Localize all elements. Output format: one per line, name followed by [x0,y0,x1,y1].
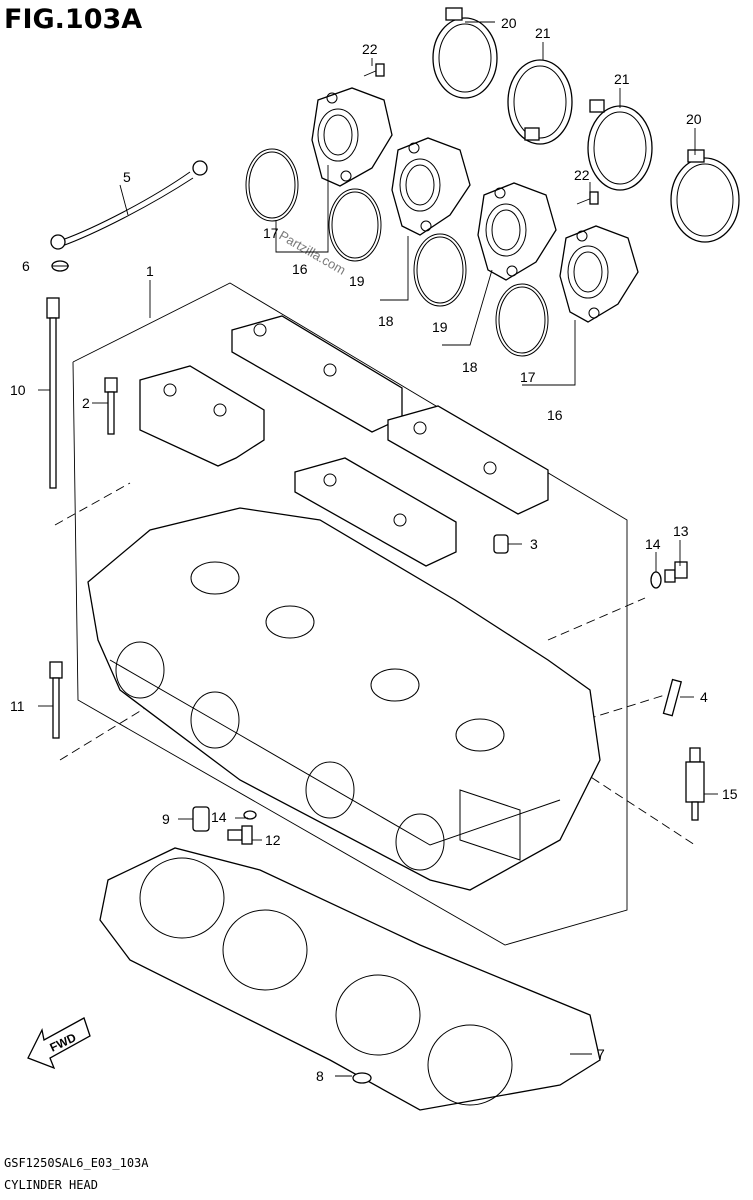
leader-lines [38,21,718,1077]
spark-plug-15 [685,747,705,821]
intake-pipe-1 [311,87,393,187]
head-gasket [99,847,601,1111]
footer-model-code: GSF1250SAL6_E03_103A [4,1156,149,1170]
callout-5: 5 [123,169,131,185]
bolt-13 [664,561,688,583]
footer-section-name: CYLINDER HEAD [4,1178,98,1192]
callout-labels: 20 22 21 21 20 22 5 17 16 19 6 1 18 19 1… [10,15,738,1084]
callout-19: 19 [349,273,365,289]
intake-pipe-2 [391,137,471,236]
callout-20: 20 [501,15,517,31]
callout-1: 1 [146,263,154,279]
callout-12: 12 [265,832,281,848]
callout-11: 11 [10,698,25,714]
o-ring-19-left [328,188,382,262]
bolt-2 [104,377,118,435]
callout-8: 8 [316,1068,324,1084]
clamp-21-right [587,99,653,191]
screw-22-right [576,191,599,205]
callout-18: 18 [462,359,478,375]
o-ring-19-right [413,233,467,307]
fwd-arrow: FWD [27,1017,91,1070]
callout-17: 17 [263,225,279,241]
bolt-12 [227,825,253,845]
callout-19: 19 [432,319,448,335]
callout-6: 6 [22,258,30,274]
bolt-11 [49,661,63,739]
callout-22: 22 [574,167,590,183]
washer-14-right [650,571,662,589]
dowel-pin-9 [192,806,210,832]
callout-16: 16 [547,407,563,423]
callout-7: 7 [597,1046,605,1062]
callout-22: 22 [362,41,378,57]
callout-14: 14 [211,809,227,825]
callout-14: 14 [645,536,661,552]
assembly-box [54,282,696,946]
callout-13: 13 [673,523,689,539]
clamp-20-top [432,7,498,99]
callout-20: 20 [686,111,702,127]
callout-10: 10 [10,382,26,398]
clamp-20-right [670,149,740,243]
callout-21: 21 [614,71,630,87]
clamp-21-left [507,59,573,145]
bolt-10 [46,297,60,489]
intake-pipe-3 [477,182,557,281]
cylinder-head [87,507,601,891]
callout-3: 3 [530,536,538,552]
callout-9: 9 [162,811,170,827]
callout-18: 18 [378,313,394,329]
o-ring-17-right [495,283,549,357]
figure-title: FIG.103A [4,4,143,35]
pipe-4 [662,678,683,717]
washer-8 [352,1072,372,1084]
o-ring-17-left [245,148,299,222]
callout-15: 15 [722,786,738,802]
cam-holder-right [387,405,549,515]
callout-16: 16 [292,261,308,277]
dowel-pin-3 [493,534,509,554]
cam-holder-middle [294,457,457,567]
cam-holder-left [139,365,265,467]
screw-22-top [363,63,385,77]
washer-14-left [243,810,257,820]
callout-4: 4 [700,689,708,705]
callout-21: 21 [535,25,551,41]
watermark: Partzilla.com [277,228,349,278]
breather-hose [50,160,208,250]
callout-2: 2 [82,395,90,411]
callout-17: 17 [520,369,536,385]
intake-pipe-4 [559,225,639,323]
